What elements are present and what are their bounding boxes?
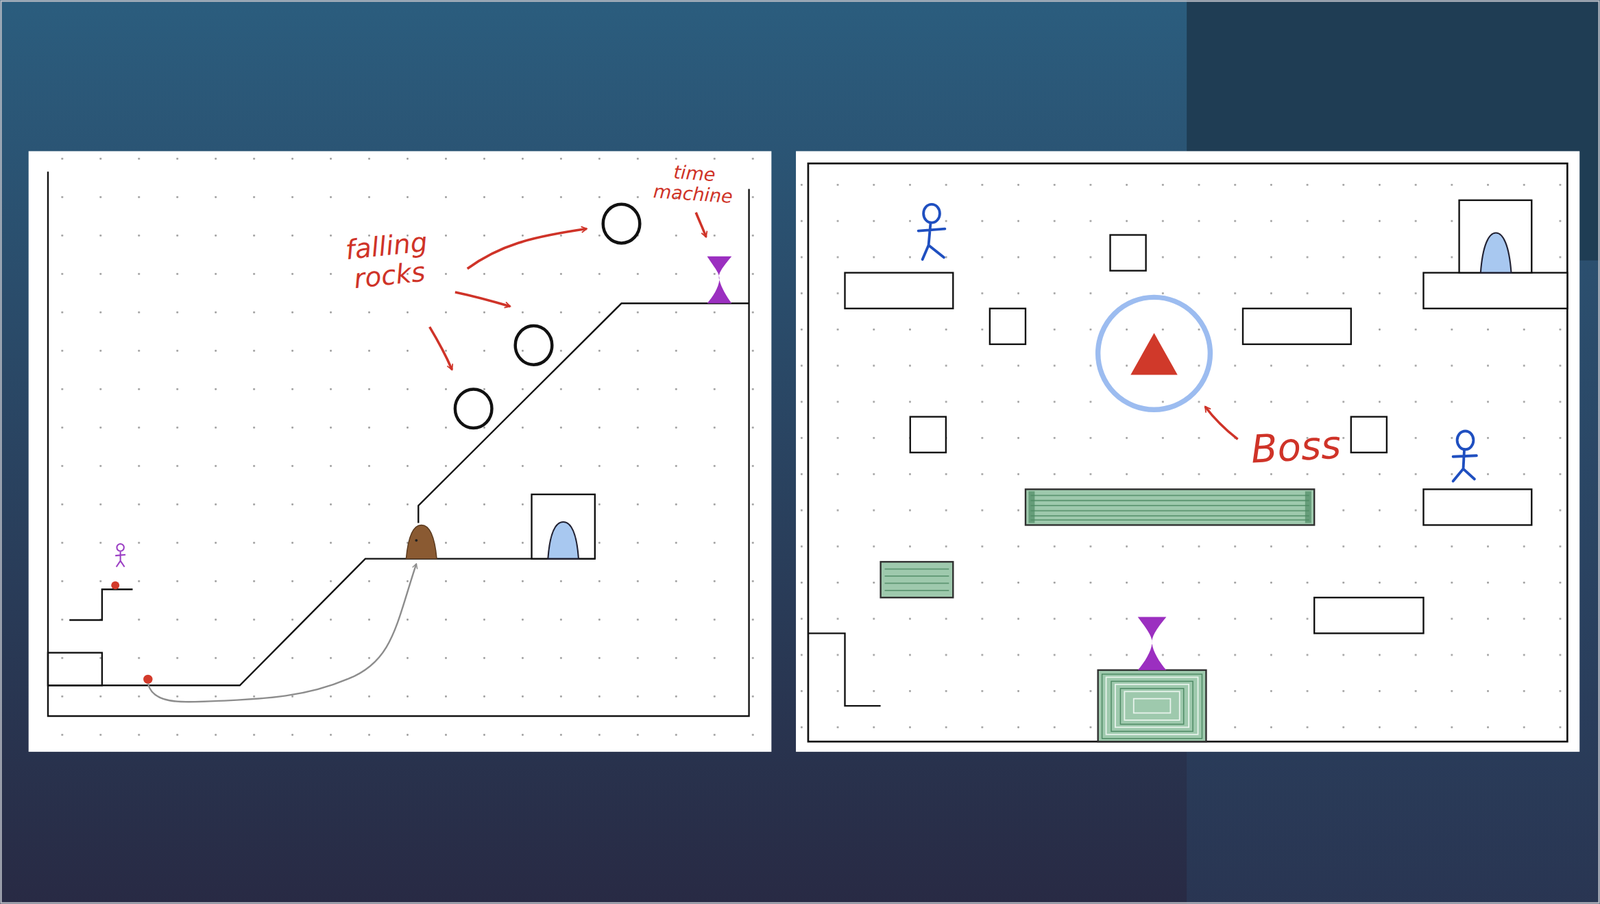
sketch-panel bbox=[795, 150, 1580, 752]
time-machine bbox=[1137, 616, 1167, 670]
dot-grid bbox=[28, 150, 772, 752]
boss-ring bbox=[1098, 296, 1211, 410]
mound-eye bbox=[414, 538, 418, 542]
pedestal bbox=[1098, 669, 1207, 742]
player-figure bbox=[115, 543, 126, 567]
door bbox=[547, 521, 579, 559]
callout-arrow bbox=[1205, 406, 1239, 440]
boss bbox=[1130, 333, 1178, 375]
red-dot bbox=[143, 674, 153, 684]
moving-platform bbox=[880, 561, 954, 598]
mound bbox=[405, 524, 437, 559]
player-figure bbox=[1453, 430, 1477, 481]
level-outline bbox=[47, 171, 750, 716]
callout-arrow bbox=[429, 212, 707, 370]
moving-platform bbox=[1025, 488, 1315, 525]
rock bbox=[455, 204, 640, 428]
ledge bbox=[808, 632, 881, 706]
door-frame bbox=[1459, 200, 1533, 273]
arena-border bbox=[808, 163, 1568, 742]
player-figure bbox=[918, 204, 946, 260]
door-frame bbox=[531, 494, 596, 559]
sketch-panel bbox=[28, 150, 772, 752]
route-path bbox=[148, 563, 417, 702]
door bbox=[1480, 233, 1512, 273]
handwritten-note: time machine bbox=[647, 160, 740, 208]
handwritten-note: Boss bbox=[1249, 423, 1342, 471]
red-dot bbox=[111, 580, 120, 589]
dot-grid bbox=[795, 150, 1580, 752]
platform bbox=[844, 235, 1568, 634]
time-machine bbox=[707, 256, 733, 304]
